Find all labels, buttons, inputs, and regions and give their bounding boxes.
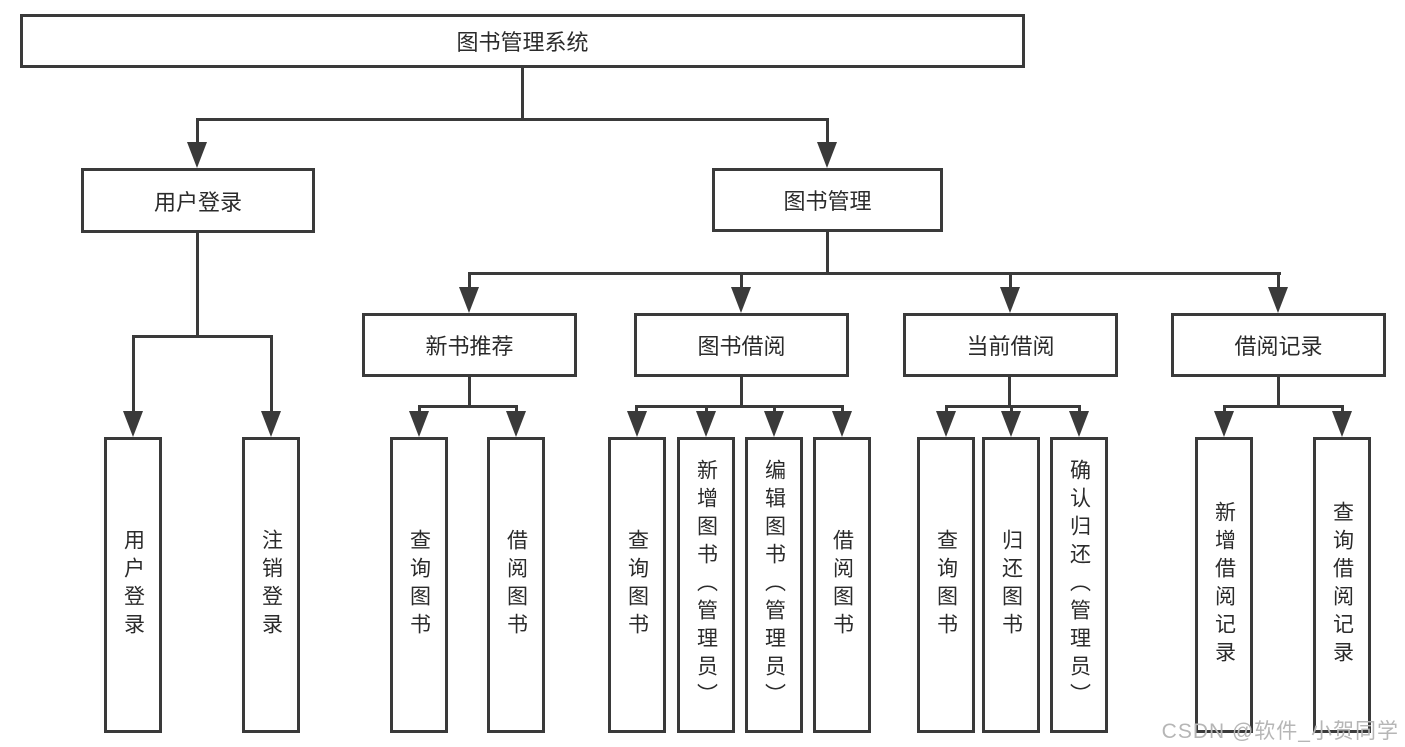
leaf-label: 用户登录 [121,529,145,641]
connector-arrow-login-leaf [123,411,143,437]
connector-arrow-book-borrowing [731,287,751,313]
node-borrow-books-recommend: 借阅图书 [487,437,545,733]
leaf-label: 查询图书 [934,529,958,641]
connector-arrow [409,411,429,437]
connector-current-borrowing-bus [945,405,1081,408]
node-book-management: 图书管理 [712,168,943,232]
node-add-borrow-record: 新增借阅记录 [1195,437,1253,733]
connector-drop [418,405,421,415]
node-current-borrowing: 当前借阅 [903,313,1118,377]
leaf-label: 新增图书（管理员） [694,459,718,711]
node-query-books-current: 查询图书 [917,437,975,733]
connector-arrow [1069,411,1089,437]
connector-arrow [696,411,716,437]
connector-drop [1078,405,1081,415]
connector-user-login-stub [196,233,199,338]
connector-book-borrowing-bus [635,405,844,408]
connector-arrow [764,411,784,437]
connector-drop [515,405,518,415]
connector-arrow [832,411,852,437]
node-book-borrowing: 图书借阅 [634,313,849,377]
connector-arrow [1214,411,1234,437]
connector-root-stub [521,68,524,121]
leaf-label: 借阅图书 [830,529,854,641]
node-logout-leaf: 注销登录 [242,437,300,733]
connector-arrow [627,411,647,437]
leaf-label: 归还图书 [999,529,1023,641]
connector-drop [1341,405,1344,415]
node-root: 图书管理系统 [20,14,1025,68]
connector-arrow-borrowing-records [1268,287,1288,313]
node-borrowing-records: 借阅记录 [1171,313,1386,377]
connector-arrow [1001,411,1021,437]
connector-current-borrowing-stub [1008,377,1011,408]
connector-arrow-current-borrowing [1000,287,1020,313]
node-borrow-books-leaf: 借阅图书 [813,437,871,733]
node-return-books: 归还图书 [982,437,1040,733]
connector-book-borrowing-stub [740,377,743,408]
connector-drop [773,405,776,415]
leaf-label: 查询借阅记录 [1330,501,1354,669]
watermark: CSDN @软件_小贺同学 [1161,720,1399,743]
connector-drop [841,405,844,415]
node-edit-books-admin: 编辑图书（管理员） [745,437,803,733]
connector-arrow-user-login [187,142,207,168]
node-user-login: 用户登录 [81,168,315,233]
leaf-label: 确认归还（管理员） [1067,459,1091,711]
node-confirm-return-admin: 确认归还（管理员） [1050,437,1108,733]
leaf-label: 编辑图书（管理员） [762,459,786,711]
connector-drop-new-book [468,272,471,292]
node-query-books-borrowing: 查询图书 [608,437,666,733]
leaf-label: 借阅图书 [504,529,528,641]
connector-drop-book-borrowing [740,272,743,292]
leaf-label: 查询图书 [407,529,431,641]
connector-arrow-book-management [817,142,837,168]
connector-new-book-bus [418,405,518,408]
connector-user-login-bus [132,335,273,338]
connector-drop-book-management [826,118,829,146]
connector-drop-borrowing-records [1277,272,1280,292]
leaf-label: 查询图书 [625,529,649,641]
connector-level2-bus [196,118,829,121]
node-query-books-recommend: 查询图书 [390,437,448,733]
connector-drop-login-leaf [132,335,135,413]
connector-arrow-new-book [459,287,479,313]
connector-book-mgmt-stub [826,232,829,275]
connector-drop [1223,405,1226,415]
node-user-login-leaf: 用户登录 [104,437,162,733]
connector-drop [945,405,948,415]
connector-drop [705,405,708,415]
connector-level3-bus [468,272,1281,275]
connector-drop [635,405,638,415]
leaf-label: 注销登录 [259,529,283,641]
connector-arrow [1332,411,1352,437]
connector-arrow-logout-leaf [261,411,281,437]
connector-arrow [506,411,526,437]
connector-drop-logout-leaf [270,335,273,413]
connector-arrow [936,411,956,437]
connector-drop-current-borrowing [1009,272,1012,292]
node-query-borrow-record: 查询借阅记录 [1313,437,1371,733]
connector-borrowing-records-stub [1277,377,1280,408]
connector-borrowing-records-bus [1223,405,1344,408]
node-new-book-recommendation: 新书推荐 [362,313,577,377]
connector-drop-user-login [196,118,199,146]
node-add-books-admin: 新增图书（管理员） [677,437,735,733]
connector-new-book-stub [468,377,471,408]
leaf-label: 新增借阅记录 [1212,501,1236,669]
connector-drop [1010,405,1013,415]
